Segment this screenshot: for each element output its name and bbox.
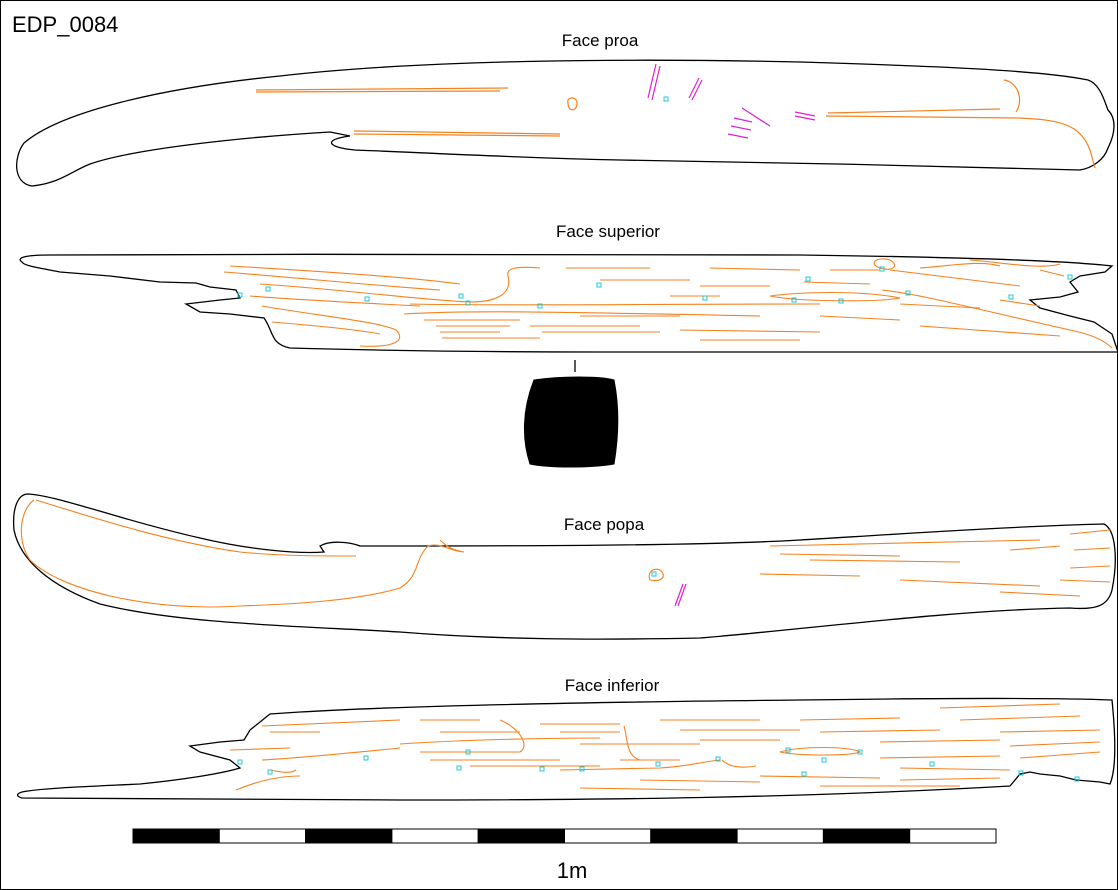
scale-segment xyxy=(650,828,738,844)
face-popa-drawing xyxy=(12,493,1116,640)
face-proa-grain xyxy=(255,79,1096,169)
face-proa-outline xyxy=(16,59,1115,187)
face-superior-outline xyxy=(19,253,1118,353)
cross-section-fill xyxy=(523,376,619,468)
face-superior-title: Face superior xyxy=(556,222,660,241)
face-popa-damage xyxy=(674,583,687,607)
scale-segment xyxy=(564,828,652,844)
face-superior-markers xyxy=(237,266,1073,309)
scale-segment xyxy=(909,828,997,844)
scale-segment xyxy=(736,828,824,844)
scale-bar xyxy=(132,828,997,844)
face-superior-drawing xyxy=(19,253,1118,353)
cross-section xyxy=(523,360,619,468)
face-popa-title: Face popa xyxy=(563,515,645,534)
face-proa-drawing xyxy=(16,59,1115,187)
scale-segment xyxy=(822,828,911,844)
face-inferior-drawing xyxy=(16,697,1116,801)
face-popa-grain xyxy=(20,499,1111,608)
scale-segment xyxy=(305,828,393,844)
face-inferior-title: Face inferior xyxy=(564,676,660,695)
face-superior-grain xyxy=(223,258,1113,349)
scale-segment xyxy=(391,828,479,844)
face-popa-marker xyxy=(651,571,657,577)
scale-segment xyxy=(132,828,220,844)
scale-segment xyxy=(477,828,566,844)
face-inferior-grain xyxy=(229,703,1101,791)
face-popa-outline xyxy=(12,493,1116,640)
face-inferior-markers xyxy=(237,747,1080,782)
face-proa-damage xyxy=(647,63,816,139)
scale-label: 1m xyxy=(556,858,588,883)
document-id: EDP_0084 xyxy=(12,12,119,37)
face-inferior-outline xyxy=(16,697,1116,801)
face-proa-marker xyxy=(663,96,669,102)
face-proa-title: Face proa xyxy=(561,31,639,50)
scale-segment xyxy=(218,828,307,844)
